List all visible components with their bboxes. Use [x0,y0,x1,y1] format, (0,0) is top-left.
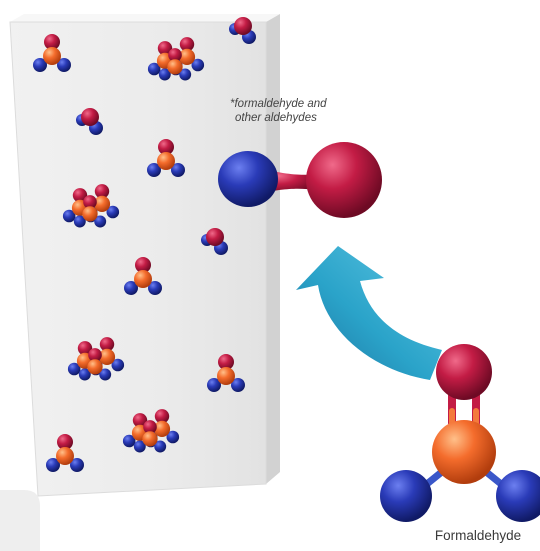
small-formaldehyde-molecule [207,354,245,392]
small-formaldehyde-molecule [124,257,162,295]
molecule-cluster-part [133,420,167,453]
small-formaldehyde-molecule [33,34,71,72]
curved-arrow [296,246,442,380]
formaldehyde-caption: Formaldehyde [434,528,522,543]
aldehyde-molecule [218,142,382,218]
annotation-line-1: *formaldehyde and [230,98,327,110]
aldehyde-annotation: *formaldehyde and other aldehydes [230,97,390,125]
molecule-cluster-part [78,348,112,381]
formaldehyde-molecule [380,344,540,522]
wall-molecules [33,17,256,472]
small-tilted-molecule [76,108,103,135]
annotation-line-2: other aldehydes [235,112,317,124]
corner-box [0,490,40,551]
small-tilted-molecule [229,17,256,44]
small-tilted-molecule [201,228,228,255]
small-formaldehyde-molecule [46,434,84,472]
molecule-cluster-part [158,48,192,81]
molecule-cluster-part [73,195,107,228]
small-formaldehyde-molecule [147,139,185,177]
